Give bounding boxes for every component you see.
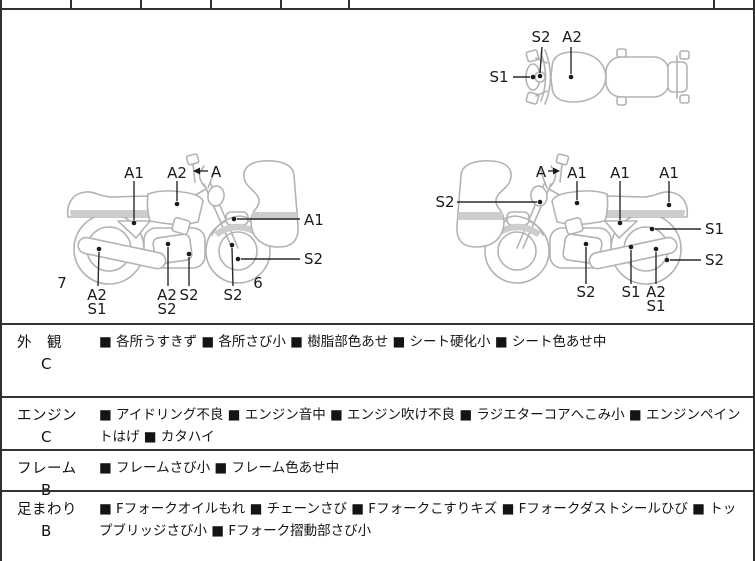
condition-label: A xyxy=(211,163,222,181)
column-divider xyxy=(280,0,282,8)
column-divider xyxy=(348,0,350,8)
motorcycle-diagram-svg: S2 A2 S1 A1 A2 A A1 S2 7 A2 S1 A2 S2 S2 … xyxy=(57,28,724,318)
column-divider xyxy=(713,0,715,8)
condition-label: A2 xyxy=(87,286,107,304)
condition-label: S1 xyxy=(87,300,106,318)
condition-items: ■ 各所うすきず ■ 各所さび小 ■ 樹脂部色あせ ■ シート硬化小 ■ シート… xyxy=(99,334,607,350)
condition-label: A2 xyxy=(167,164,187,182)
tread-number: 6 xyxy=(253,274,263,292)
tread-number: 7 xyxy=(57,274,67,292)
condition-label: A xyxy=(536,163,547,181)
top-view-bike xyxy=(525,48,690,106)
category-cell: 足まわり B xyxy=(2,492,99,561)
table-row: エンジン C ■ アイドリング不良 ■ エンジン音中 ■ エンジン吹け不良 ■ … xyxy=(2,396,753,449)
condition-label: S2 xyxy=(435,193,454,211)
condition-label: S2 xyxy=(304,250,323,268)
condition-label: S2 xyxy=(576,283,595,301)
category-name: 外 観 xyxy=(17,335,62,351)
category-name: フレーム xyxy=(17,461,77,477)
condition-label: S1 xyxy=(646,297,665,315)
condition-label: A2 xyxy=(157,286,177,304)
table-header-partial-row xyxy=(2,0,753,10)
column-divider xyxy=(70,0,72,8)
grade-badge: B xyxy=(41,522,52,540)
condition-items: ■ Fフォークオイルもれ ■ チェーンさび ■ Fフォークこすりキズ ■ Fフォ… xyxy=(99,501,737,539)
category-name: エンジン xyxy=(17,408,77,424)
condition-label: A1 xyxy=(659,164,679,182)
grade-badge: C xyxy=(41,355,52,373)
condition-label: A1 xyxy=(567,164,587,182)
category-cell: 外 観 C xyxy=(2,325,99,396)
condition-label: S1 xyxy=(621,283,640,301)
condition-items: ■ アイドリング不良 ■ エンジン音中 ■ エンジン吹け不良 ■ ラジエターコア… xyxy=(99,407,741,445)
condition-label: S2 xyxy=(157,300,176,318)
table-row: 足まわり B ■ Fフォークオイルもれ ■ チェーンさび ■ Fフォークこすりキ… xyxy=(2,490,753,561)
condition-items: ■ フレームさび小 ■ フレーム色あせ中 xyxy=(99,460,340,476)
condition-label: S1 xyxy=(489,68,508,86)
condition-diagram: S2 A2 S1 A1 A2 A A1 S2 7 A2 S1 A2 S2 S2 … xyxy=(2,10,753,323)
condition-label: S2 xyxy=(223,286,242,304)
condition-label: A1 xyxy=(304,211,324,229)
condition-label: A2 xyxy=(646,283,666,301)
condition-label: S1 xyxy=(705,220,724,238)
condition-label: A2 xyxy=(562,28,582,46)
condition-label: A1 xyxy=(610,164,630,182)
column-divider xyxy=(210,0,212,8)
condition-label: S2 xyxy=(179,286,198,304)
inspection-table: 外 観 C ■ 各所うすきず ■ 各所さび小 ■ 樹脂部色あせ ■ シート硬化小… xyxy=(2,323,753,561)
category-name: 足まわり xyxy=(17,502,77,518)
category-cell: フレーム B xyxy=(2,451,99,499)
grade-badge: C xyxy=(41,428,52,446)
condition-label: S2 xyxy=(705,251,724,269)
category-cell: エンジン C xyxy=(2,398,99,449)
condition-label: S2 xyxy=(531,28,550,46)
condition-label: A1 xyxy=(124,164,144,182)
column-divider xyxy=(140,0,142,8)
table-row: フレーム B ■ フレームさび小 ■ フレーム色あせ中 xyxy=(2,449,753,499)
table-row: 外 観 C ■ 各所うすきず ■ 各所さび小 ■ 樹脂部色あせ ■ シート硬化小… xyxy=(2,323,753,396)
